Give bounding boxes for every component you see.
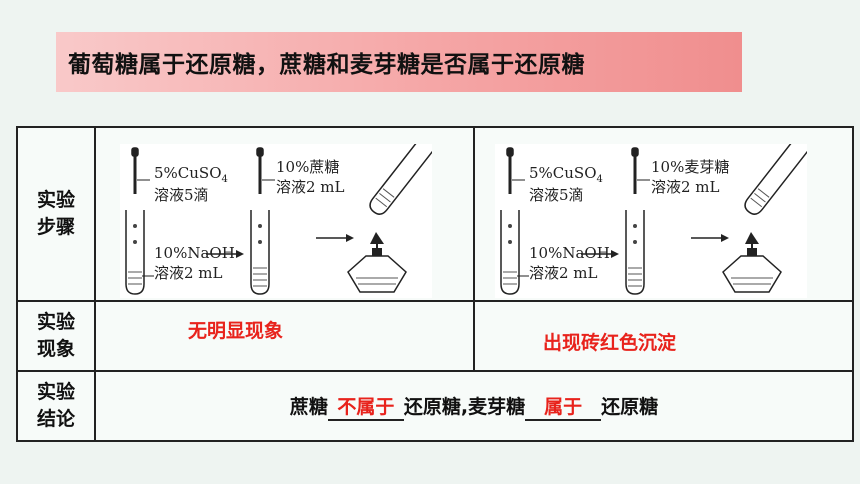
- conclusion-text: 蔗糖: [289, 395, 328, 418]
- row-label-line: 实验: [36, 189, 75, 212]
- naoh-amount: 溶液2 mL: [529, 263, 598, 282]
- phenomenon-right-cell: 出现砖红色沉淀: [473, 300, 854, 372]
- conclusion-text: 还原糖,麦芽糖: [403, 395, 526, 418]
- maltose-label: 10%麦芽糖: [651, 158, 730, 176]
- row-label-steps: 实验 步骤: [16, 126, 96, 302]
- apparatus-illustration: [125, 144, 432, 295]
- row-label-line: 实验: [36, 311, 75, 334]
- naoh-label: 10%NaOH: [529, 244, 610, 262]
- row-label-line: 结论: [36, 408, 75, 430]
- steps-right-cell: 5%CuSO4 溶液5滴 10%NaOH 溶液2 mL 10%麦芽糖 溶液2 m…: [473, 126, 854, 302]
- phenomenon-left-cell: 无明显现象: [94, 300, 475, 372]
- row-label-line: 实验: [36, 381, 75, 404]
- subscript-4: 4: [221, 174, 228, 185]
- row-label-line: 步骤: [36, 216, 75, 238]
- right-experiment-diagram: 5%CuSO4 溶液5滴 10%NaOH 溶液2 mL 10%麦芽糖 溶液2 m…: [495, 144, 807, 298]
- row-label-line: 现象: [36, 338, 75, 360]
- title-banner: 葡萄糖属于还原糖，蔗糖和麦芽糖是否属于还原糖: [56, 32, 742, 92]
- conclusion-cell: 蔗糖不属于还原糖,麦芽糖属于还原糖: [94, 370, 854, 442]
- conclusion-text: 还原糖: [601, 395, 659, 418]
- sucrose-amount: 溶液2 mL: [276, 177, 345, 196]
- naoh-label: 10%NaOH: [154, 244, 235, 262]
- table-row-phenomenon: 实验 现象 无明显现象 出现砖红色沉淀: [16, 300, 854, 372]
- cuso4-amount: 溶液5滴: [529, 186, 584, 204]
- row-label-conclusion: 实验 结论: [16, 370, 96, 442]
- conclusion-blank-2: 属于: [525, 392, 602, 421]
- cuso4-label: 5%CuSO: [529, 164, 597, 182]
- conclusion-blank-1: 不属于: [327, 392, 404, 421]
- maltose-amount: 溶液2 mL: [651, 177, 720, 196]
- experiment-table: 实验 步骤: [16, 126, 854, 442]
- apparatus-illustration: [500, 144, 807, 295]
- cuso4-amount: 溶液5滴: [154, 186, 209, 204]
- page-title: 葡萄糖属于还原糖，蔗糖和麦芽糖是否属于还原糖: [68, 52, 585, 78]
- subscript-4: 4: [596, 174, 603, 185]
- steps-left-cell: 5%CuSO4 溶液5滴 10%NaOH 溶液2 mL 10%蔗糖 溶液2 mL: [94, 126, 475, 302]
- sucrose-label: 10%蔗糖: [276, 158, 340, 176]
- phenomenon-right-text: 出现砖红色沉淀: [543, 332, 677, 354]
- cuso4-label: 5%CuSO: [154, 164, 222, 182]
- naoh-amount: 溶液2 mL: [154, 263, 223, 282]
- row-label-phenomenon: 实验 现象: [16, 300, 96, 372]
- table-row-steps: 实验 步骤: [16, 126, 854, 302]
- left-experiment-diagram: 5%CuSO4 溶液5滴 10%NaOH 溶液2 mL 10%蔗糖 溶液2 mL: [120, 144, 432, 298]
- table-row-conclusion: 实验 结论 蔗糖不属于还原糖,麦芽糖属于还原糖: [16, 370, 854, 442]
- phenomenon-left-text: 无明显现象: [188, 320, 284, 342]
